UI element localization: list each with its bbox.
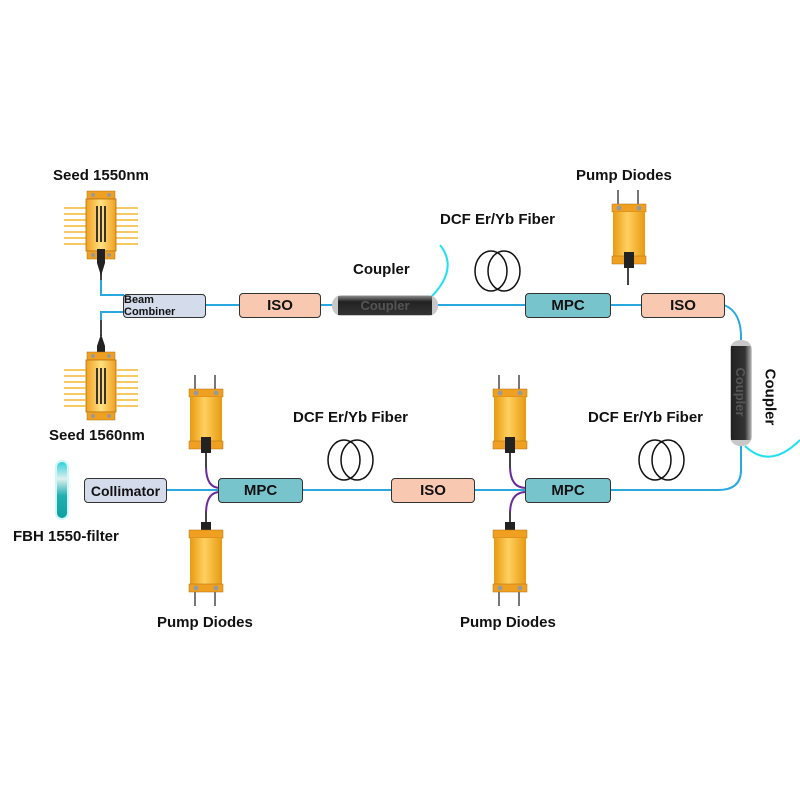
fiber-coil-mid-right-icon xyxy=(638,439,685,481)
coupler-top-output-fiber xyxy=(427,244,449,301)
fiber-seed1-to-combiner xyxy=(100,275,124,296)
mpc-bottom-left-box: MPC xyxy=(218,478,303,503)
coupler-top-icon: Coupler xyxy=(332,295,438,316)
fiber-iso-to-coupler-right xyxy=(723,304,743,341)
fiber-seed2-to-combiner xyxy=(100,311,124,330)
pump-fibers xyxy=(205,465,527,515)
dcf-top-label: DCF Er/Yb Fiber xyxy=(440,211,556,228)
fiber-lines xyxy=(100,275,743,491)
dcf-mid-left-label: DCF Er/Yb Fiber xyxy=(293,409,409,426)
seed-1560-laser-icon xyxy=(64,334,138,421)
pump-diode-top-icon xyxy=(611,190,647,268)
pump-diode-upper-left-icon xyxy=(188,375,224,453)
coupler-right-inner-label: Coupler xyxy=(733,367,748,416)
coupler-right-output-fiber xyxy=(744,439,800,458)
pump-diode-upper-right-icon xyxy=(492,375,528,453)
coupler-right-icon: Coupler xyxy=(730,340,752,446)
fbh-filter-icon xyxy=(55,460,69,520)
coupler-top-label: Coupler xyxy=(353,261,410,278)
pump-bottom-right-label: Pump Diodes xyxy=(460,614,556,631)
pump-bottom-left-label: Pump Diodes xyxy=(157,614,253,631)
collimator-box: Collimator xyxy=(84,478,167,503)
iso-top-left-box: ISO xyxy=(239,293,321,318)
pump-top-label: Pump Diodes xyxy=(576,167,672,184)
coupler-right-label: Coupler xyxy=(761,368,779,426)
iso-bottom-box: ISO xyxy=(391,478,475,503)
fiber-coupler-right-to-mpc xyxy=(610,444,742,491)
mpc-bottom-right-box: MPC xyxy=(525,478,611,503)
beam-combiner-box: Beam Combiner xyxy=(123,294,206,318)
pump-diode-lower-right-icon xyxy=(492,522,528,606)
fiber-coil-mid-left-icon xyxy=(327,439,374,481)
seed-1550-label: Seed 1550nm xyxy=(53,167,149,184)
iso-top-right-box: ISO xyxy=(641,293,725,318)
seed-1550-laser-icon xyxy=(64,190,138,276)
coupler-top-inner-label: Coupler xyxy=(360,298,409,313)
mpc-top-box: MPC xyxy=(525,293,611,318)
pump-diode-lower-left-icon xyxy=(188,522,224,606)
dcf-mid-right-label: DCF Er/Yb Fiber xyxy=(588,409,704,426)
fbh-filter-label: FBH 1550-filter xyxy=(13,528,119,545)
seed-1560-label: Seed 1560nm xyxy=(49,427,145,444)
fiber-coil-top-icon xyxy=(474,250,521,292)
